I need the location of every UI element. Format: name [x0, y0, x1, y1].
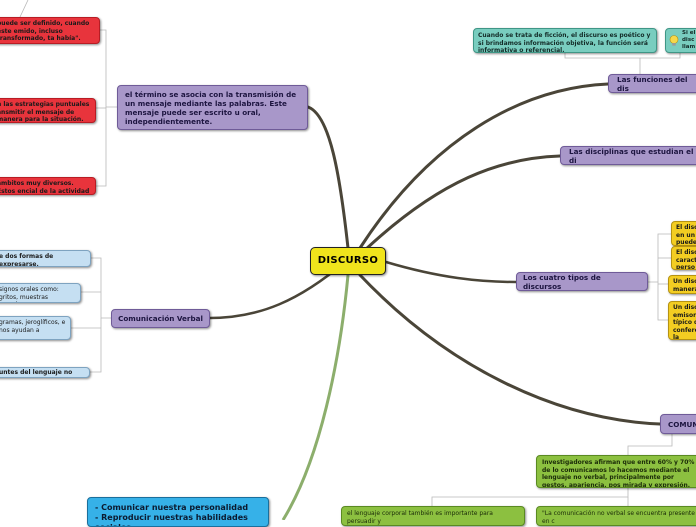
disciplines-node[interactable]: Las disciplinas que estudian el di — [560, 146, 696, 165]
functions-child-2[interactable]: Si el disc llam — [665, 28, 696, 53]
discourse-types-node[interactable]: Los cuatro tipos de discursos — [516, 272, 648, 291]
definition-child-3[interactable]: ámbitos muy diversos. Estos encial de la… — [0, 177, 96, 195]
verbal-child-1-text: e dos formas de expresarse, — [0, 253, 54, 267]
discourse-types-label: Los cuatro tipos de discursos — [523, 272, 601, 291]
functions-node[interactable]: Las funciones del dis — [608, 74, 696, 93]
types-child-4-text: Un disc emisor típico d confere la orali… — [673, 304, 696, 340]
types-child-1[interactable]: El disc en un puede — [671, 221, 696, 246]
communication-grandchild-1-text: el lenguaje corporal también es importan… — [347, 510, 493, 525]
functions-child-1-text: Cuando se trata de ficción, el discurso … — [478, 32, 651, 53]
branch-comun — [358, 273, 662, 426]
definition-child-2-text: n las estrategias puntuales ansmitir el … — [0, 101, 90, 123]
communication-grandchild-1[interactable]: el lenguaje corporal también es importan… — [341, 506, 525, 526]
communication-grandchild-2-text: "La comunicación no verbal se encuentra … — [542, 510, 695, 525]
definition-child-1-text: puede ser definido, cuando éste emido, i… — [0, 20, 90, 42]
branch-funciones — [358, 82, 610, 250]
types-child-3[interactable]: Un disc manera — [668, 275, 696, 294]
central-topic-label: DISCURSO — [317, 254, 379, 266]
functions-label: Las funciones del dis — [617, 74, 688, 93]
bottom-list-node[interactable]: - Comunicar nuestra personalidad - Repro… — [87, 497, 269, 527]
branch-definition — [306, 105, 350, 250]
branch-disciplinas — [363, 154, 562, 252]
definition-text: el término se asocia con la transmisión … — [125, 90, 297, 126]
branch-bottom — [281, 274, 350, 520]
bottom-list-line-2: - Reproducir nuestras habilidades social… — [95, 513, 248, 526]
communication-node[interactable]: COMUN — [660, 414, 696, 434]
types-child-4[interactable]: Un disc emisor típico d confere la orali… — [668, 301, 696, 340]
functions-child-1[interactable]: Cuando se trata de ficción, el discurso … — [473, 28, 657, 53]
communication-child-text: Investigadores afirman que entre 60% y 7… — [542, 459, 695, 488]
types-child-1-text: El disc en un puede — [676, 224, 696, 246]
verbal-communication-label: Comunicación Verbal — [118, 314, 203, 323]
definition-child-3-text: ámbitos muy diversos. Estos encial de la… — [0, 180, 90, 195]
communication-child[interactable]: Investigadores afirman que entre 60% y 7… — [536, 455, 696, 488]
verbal-child-2[interactable]: signos orales como: gritos, muestras emo… — [0, 283, 81, 303]
types-child-2-text: El disc caracte perso — [676, 249, 696, 270]
central-topic[interactable]: DISCURSO — [310, 247, 386, 275]
verbal-child-2-text: signos orales como: gritos, muestras emo… — [0, 286, 59, 302]
types-child-2[interactable]: El disc caracte perso — [671, 246, 696, 270]
definition-child-1[interactable]: puede ser definido, cuando éste emido, i… — [0, 17, 100, 44]
branch-tipos — [384, 260, 518, 284]
verbal-communication-node[interactable]: Comunicación Verbal — [111, 309, 210, 328]
communication-label: COMUN — [668, 419, 696, 429]
types-child-3-text: Un disc manera — [673, 278, 696, 293]
definition-node[interactable]: el término se asocia con la transmisión … — [117, 85, 308, 130]
disciplines-label: Las disciplinas que estudian el di — [569, 146, 694, 165]
verbal-child-1[interactable]: e dos formas de expresarse, — [0, 250, 91, 267]
communication-grandchild-2[interactable]: "La comunicación no verbal se encuentra … — [536, 506, 696, 526]
definition-child-2[interactable]: n las estrategias puntuales ansmitir el … — [0, 98, 96, 123]
lightbulb-icon — [669, 34, 679, 47]
bottom-list-line-1: - Comunicar nuestra personalidad — [95, 503, 249, 512]
verbal-child-4[interactable]: untes del lenguaje no verbal — [0, 367, 90, 378]
functions-child-2-text: Si el disc llam — [682, 30, 696, 50]
verbal-child-4-text: untes del lenguaje no verbal — [0, 369, 73, 377]
verbal-child-3-text: gramas, jeroglíficos, e nos ayudan a — [0, 319, 66, 334]
verbal-child-3[interactable]: gramas, jeroglíficos, e nos ayudan a — [0, 316, 71, 340]
